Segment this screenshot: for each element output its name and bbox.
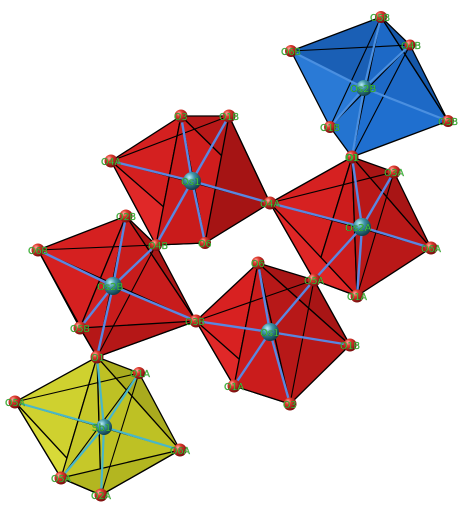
atom-label: O3B xyxy=(438,117,458,128)
atom-label: O4A xyxy=(260,199,281,210)
atom-label: Os2B xyxy=(350,84,376,95)
atom-label: Os2A xyxy=(345,223,371,234)
atom-label: O6A xyxy=(421,244,442,255)
atom-label: O1A xyxy=(347,292,368,303)
atom-label: O4B xyxy=(401,41,421,52)
atom-label: O4A xyxy=(101,157,122,168)
atom-label: O6A xyxy=(170,446,191,457)
atom-label: O1A xyxy=(224,382,245,393)
atom-label: O4B xyxy=(148,241,168,252)
atom-label: O6B xyxy=(281,47,301,58)
atom-label: O6 xyxy=(251,259,265,270)
atom-label: O2B xyxy=(116,212,136,223)
atom-label: O5B xyxy=(370,13,390,24)
atom-label: Os1 xyxy=(260,328,279,339)
atom-label: O1B xyxy=(320,123,340,134)
atom-label: O2A xyxy=(91,491,112,502)
atom-label: O6 xyxy=(198,239,212,250)
atom-label: O6B xyxy=(28,246,48,257)
atom-label: O3 xyxy=(283,400,297,411)
atom-label: O1B xyxy=(340,341,360,352)
atom-label: Sb1 xyxy=(92,423,111,434)
atom-label: O5A xyxy=(51,474,72,485)
atom-label: O1B xyxy=(219,112,239,123)
atom-label: Os2B xyxy=(97,282,123,293)
atom-label: O1 xyxy=(345,153,359,164)
atom-label: O3 xyxy=(174,112,188,123)
atom-label: O1 xyxy=(91,353,105,364)
atom-label: O5A xyxy=(5,398,26,409)
atom-label: O3B xyxy=(185,317,205,328)
atom-label: O3A xyxy=(384,168,405,179)
atom-label: Os1 xyxy=(181,177,200,188)
atom-label: O1A xyxy=(130,369,151,380)
atom-label: O5B xyxy=(70,324,90,335)
atom-label: O5A xyxy=(304,276,325,287)
